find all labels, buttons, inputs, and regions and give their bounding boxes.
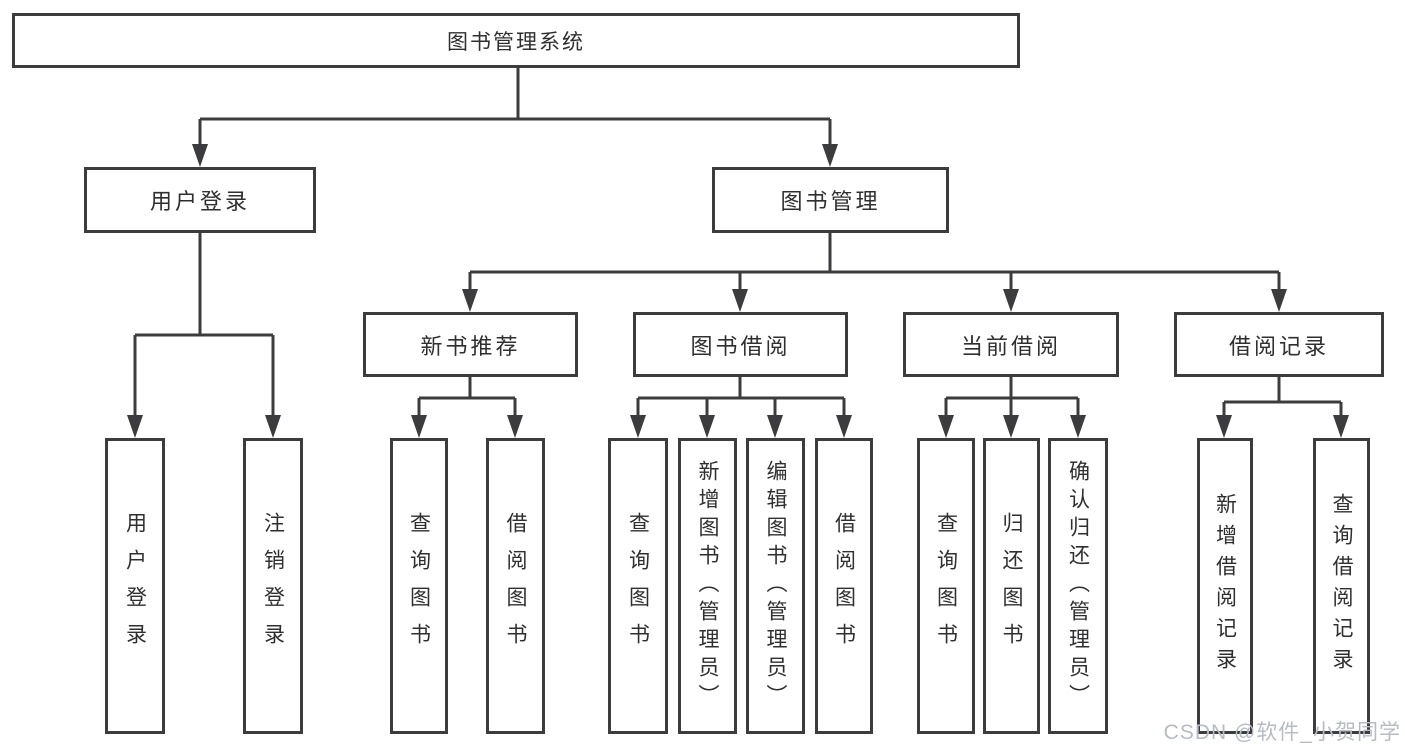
arrowhead-icon: [938, 415, 954, 438]
leaf-return-books: 归还图书: [983, 438, 1040, 734]
arrowhead-icon: [836, 415, 852, 438]
node-label: 新增借阅记录: [1213, 493, 1237, 679]
arrowheads: [127, 144, 1349, 438]
node-borrowing-records: 借阅记录: [1174, 312, 1384, 377]
node-new-book-recommend: 新书推荐: [363, 312, 578, 377]
node-label: 图书借阅: [690, 333, 791, 359]
node-label: 归还图书: [1000, 512, 1023, 660]
arrowhead-icon: [1333, 415, 1349, 438]
node-label: 新书推荐: [420, 333, 521, 359]
arrowhead-icon: [462, 289, 478, 312]
leaf-query-books-borrow: 查询图书: [608, 438, 668, 734]
arrowhead-icon: [1271, 289, 1287, 312]
node-library-management-system: 图书管理系统: [12, 13, 1020, 68]
leaf-add-borrow-record: 新增借阅记录: [1197, 438, 1253, 734]
node-label: 图书管理系统: [447, 30, 585, 54]
node-book-borrowing: 图书借阅: [633, 312, 848, 377]
leaf-edit-books-admin: 编辑图书（管理员）: [746, 438, 805, 734]
node-current-borrowing: 当前借阅: [903, 312, 1119, 377]
node-label: 借阅图书: [504, 512, 527, 660]
arrowhead-icon: [699, 415, 715, 438]
node-label: 查询图书: [934, 512, 958, 660]
node-user-login: 用户登录: [84, 167, 316, 233]
arrowhead-icon: [822, 144, 838, 167]
arrowhead-icon: [411, 415, 427, 438]
node-label: 借阅记录: [1228, 333, 1329, 359]
arrowhead-icon: [732, 289, 748, 312]
arrowhead-icon: [630, 415, 646, 438]
arrowhead-icon: [1216, 415, 1232, 438]
leaf-query-borrow-record: 查询借阅记录: [1313, 438, 1370, 734]
arrowhead-icon: [127, 415, 143, 438]
node-book-management: 图书管理: [712, 167, 949, 233]
arrowhead-icon: [1003, 289, 1019, 312]
node-label: 确认归还（管理员）: [1066, 460, 1090, 712]
node-label: 查询图书: [407, 512, 431, 660]
connector-path: [133, 68, 1343, 417]
csdn-watermark: CSDN @软件_小贺同学: [1163, 721, 1401, 744]
node-label: 借阅图书: [832, 512, 856, 660]
node-label: 新增图书（管理员）: [696, 460, 719, 712]
node-label: 注销登录: [261, 512, 285, 660]
arrowhead-icon: [507, 415, 523, 438]
node-label: 用户登录: [149, 189, 250, 214]
node-label: 查询图书: [626, 512, 650, 660]
node-label: 图书管理: [780, 189, 881, 214]
node-label: 当前借阅: [960, 333, 1061, 359]
node-label: 用户登录: [123, 512, 147, 660]
arrowhead-icon: [192, 144, 208, 167]
node-label: 编辑图书（管理员）: [764, 460, 787, 712]
leaf-query-books-current: 查询图书: [917, 438, 975, 734]
leaf-logout: 注销登录: [243, 438, 303, 734]
leaf-confirm-return-admin: 确认归还（管理员）: [1048, 438, 1108, 734]
leaf-borrow-books-recommend: 借阅图书: [486, 438, 545, 734]
leaf-add-books-admin: 新增图书（管理员）: [678, 438, 737, 734]
arrowhead-icon: [265, 415, 281, 438]
arrowhead-icon: [1070, 415, 1086, 438]
leaf-borrow-books: 借阅图书: [815, 438, 873, 734]
arrowhead-icon: [767, 415, 783, 438]
leaf-query-books-recommend: 查询图书: [390, 438, 448, 734]
arrowhead-icon: [1003, 415, 1019, 438]
node-label: 查询借阅记录: [1330, 493, 1353, 679]
leaf-user-login: 用户登录: [105, 438, 165, 734]
